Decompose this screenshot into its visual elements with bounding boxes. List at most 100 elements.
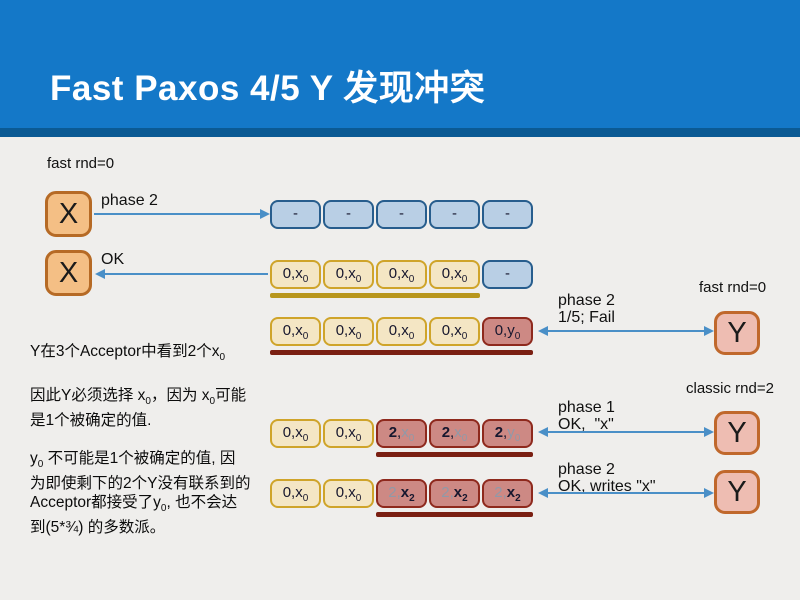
text-seg: x [400,484,410,501]
text-seg: - [505,265,510,282]
label-phase2-fail-2: 1/5; Fail [558,309,615,326]
acceptor-cell: 0,x0 [376,317,427,346]
subscript: 0 [302,433,309,444]
explanation-line: 因此Y必须选择 x0，因为 x0可能 [30,386,250,411]
explanation-line: Y在3个Acceptor中看到2个x0 [30,342,250,367]
subscript: 0 [160,503,167,514]
label-phase1-ok-1: phase 1 [558,399,615,416]
text-seg: 0,x [282,484,303,501]
text-seg: , [450,424,455,441]
subscript: 0 [302,331,309,342]
acceptor-cell: 0,x0 [323,260,374,289]
text-seg: x [401,424,409,441]
text-seg: 为即使剩下的2个Y没有联系到的 [30,475,251,492]
text-seg: 0,x [335,424,356,441]
node-proposer-y-3: Y [714,470,760,514]
acceptor-cell: - [270,200,321,229]
arrowhead-left-icon [538,427,548,437]
arrow-phase2-fail [538,326,714,336]
label-ok: OK [101,251,125,268]
subscript: 2 [462,493,468,504]
acceptor-cell: 2,x2 [376,479,427,508]
label-fast-rnd-right: fast rnd=0 [699,279,767,296]
acceptor-cell: - [429,200,480,229]
text-seg: 0,x [335,484,356,501]
arrow-phase1-ok [538,427,714,437]
acceptor-cell: 2,x0 [376,419,427,448]
text-seg: 0,x [282,322,303,339]
text-seg: Acceptor都接受了y [30,494,161,511]
acceptor-cell: 0,x0 [429,260,480,289]
arrowhead-right-icon [260,209,270,219]
subscript: 0 [461,331,468,342]
subscript: 0 [145,396,151,407]
text-seg: 2, [441,484,454,501]
text-seg: , [397,424,402,441]
acceptor-cell: 0,y0 [482,317,533,346]
arrowhead-left-icon [538,488,548,498]
subscript: 0 [355,331,362,342]
text-seg: 0,x [282,424,303,441]
text-seg: - [293,205,298,222]
subscript: 0 [461,433,468,444]
text-seg: x [453,484,463,501]
explanation-line: Acceptor都接受了y0, 也不会达 [30,493,250,518]
acceptor-cell: 0,x0 [429,317,480,346]
arrowhead-left-icon [95,269,105,279]
text-seg: 到(5*¾) 的多数派。 [30,519,166,536]
text-seg: 0,y [494,322,515,339]
acceptor-cell: 2,x2 [429,479,480,508]
explanation-paragraph: 因此Y必须选择 x0，因为 x0可能是1个被确定的值. [30,386,250,430]
arrow-ok-to-x [95,269,268,279]
acceptor-cell: 0,x0 [323,317,374,346]
label-phase2-writes-1: phase 2 [558,461,615,478]
explanation-line: 是1个被确定的值. [30,411,250,430]
text-seg: 0,x [335,322,356,339]
subscript: 0 [408,433,415,444]
quorum-underline [270,293,480,298]
subscript: 0 [209,396,216,407]
acceptor-cell: - [482,200,533,229]
acceptor-cell: 2,x0 [429,419,480,448]
text-seg: - [399,205,404,222]
explanation-line: 为即使剩下的2个Y没有联系到的 [30,474,250,493]
label-phase1-ok-2: OK, "x" [558,416,614,433]
subscript: 0 [302,274,309,285]
text-seg: - [346,205,351,222]
arrowhead-right-icon [704,488,714,498]
text-seg: y [30,450,38,467]
acceptor-cell: 0,x0 [376,260,427,289]
title-banner: Fast Paxos 4/5 Y 发现冲突 [0,0,800,137]
subscript: 0 [355,493,362,504]
text-seg: - [505,205,510,222]
text-seg: 0,x [441,265,462,282]
quorum-underline [376,452,533,457]
page-title: Fast Paxos 4/5 Y 发现冲突 [50,69,486,108]
text-seg: , [503,424,508,441]
text-seg: 0,x [388,265,409,282]
text-seg: 是1个被确定的值. [30,412,152,429]
text-seg: ，因为 x [150,387,210,404]
text-seg: y [507,424,515,441]
arrow-phase2-writes [538,488,714,498]
label-phase2-top: phase 2 [101,192,158,209]
acceptor-cell: 2,y0 [482,419,533,448]
arrowhead-left-icon [538,326,548,336]
node-proposer-y-2: Y [714,411,760,455]
node-proposer-x-1: X [45,191,92,237]
subscript: 2 [515,493,521,504]
subscript: 0 [408,274,415,285]
text-seg: x [454,424,462,441]
text-seg: - [452,205,457,222]
explanation-paragraph: Y在3个Acceptor中看到2个x0 [30,342,250,367]
acceptor-cell: - [482,260,533,289]
subscript: 0 [461,274,468,285]
acceptor-cell: 0,x0 [270,479,321,508]
text-seg: Y在3个Acceptor中看到2个x [30,343,220,360]
text-seg: 0,x [282,265,303,282]
acceptor-cell: 0,x0 [270,419,321,448]
